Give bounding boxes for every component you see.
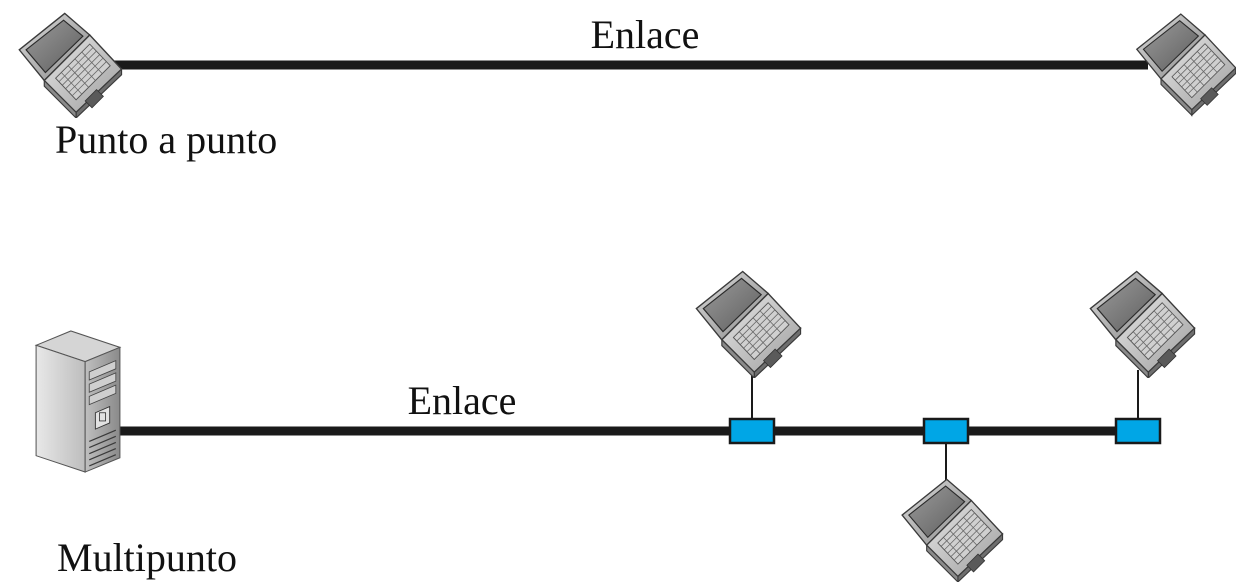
bus-tap (728, 417, 776, 445)
point-to-point-caption: Punto a punto (55, 117, 277, 162)
point-to-point-link-label: Enlace (591, 12, 700, 57)
laptop-icon (18, 12, 123, 118)
bus-tap (922, 417, 970, 445)
laptop-icon (1136, 13, 1236, 116)
server-icon (35, 330, 121, 473)
laptop-icon (1089, 270, 1196, 378)
laptop-icon (901, 478, 1004, 582)
multipoint-caption: Multipunto (57, 535, 237, 580)
point-to-point-section: Enlace Punto a punto (18, 12, 1236, 162)
multipoint-section: Enlace Multipunto (35, 270, 1196, 582)
multipoint-link-label: Enlace (408, 378, 517, 423)
laptop-icon (695, 270, 802, 378)
bus-tap (1114, 417, 1162, 445)
